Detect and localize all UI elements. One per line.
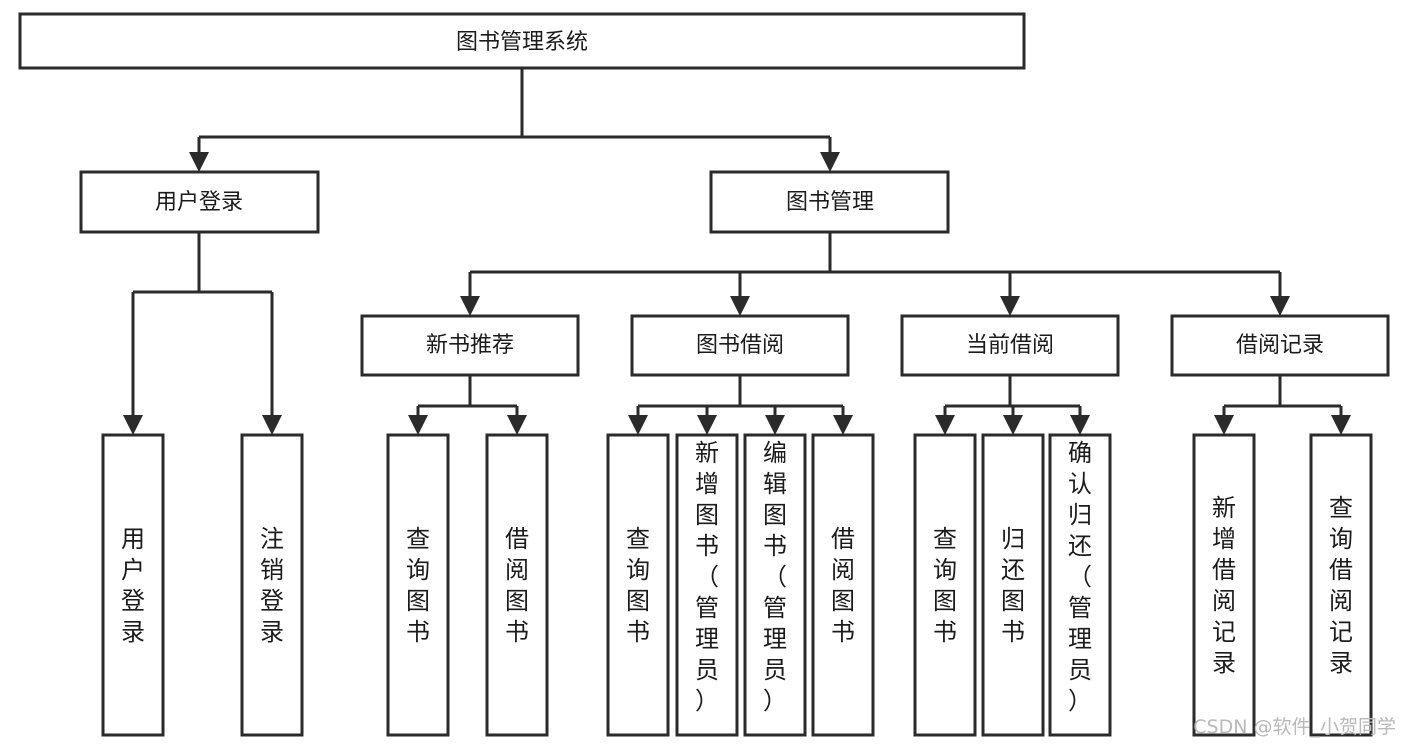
arrow-head-leaf-query-book-2 bbox=[628, 415, 648, 435]
node-new-book-recommend[interactable]: 新书推荐 bbox=[360, 314, 580, 377]
node-leaf-query-book-1-label: 查询图书 bbox=[406, 525, 430, 646]
node-current-borrow[interactable]: 当前借阅 bbox=[900, 314, 1120, 377]
arrow-head-leaf-query-record bbox=[1331, 415, 1351, 435]
arrow-head-current-borrow bbox=[1000, 296, 1020, 316]
node-leaf-edit-book[interactable]: 编辑图书（管理员） bbox=[743, 433, 807, 737]
connector-layer bbox=[123, 68, 1351, 435]
node-user-login-box[interactable] bbox=[79, 170, 320, 234]
node-leaf-borrow-book-1-label: 借阅图书 bbox=[505, 525, 529, 646]
node-leaf-confirm-return-box[interactable] bbox=[1048, 433, 1112, 737]
node-book-borrow[interactable]: 图书借阅 bbox=[630, 314, 850, 377]
node-leaf-user-login-box[interactable] bbox=[101, 433, 165, 737]
node-leaf-user-login[interactable]: 用户登录 bbox=[101, 433, 165, 737]
node-book-borrow-box[interactable] bbox=[630, 314, 850, 377]
arrow-head-leaf-edit-book bbox=[765, 415, 785, 435]
node-user-login[interactable]: 用户登录 bbox=[79, 170, 320, 234]
node-root-box[interactable] bbox=[18, 12, 1026, 70]
node-leaf-logout-box[interactable] bbox=[240, 433, 304, 737]
node-leaf-return-book-box[interactable] bbox=[981, 433, 1045, 737]
arrow-head-leaf-return-book bbox=[1003, 415, 1023, 435]
arrow-head-leaf-borrow-book-2 bbox=[833, 415, 853, 435]
node-leaf-query-book-2-label: 查询图书 bbox=[626, 525, 650, 646]
node-leaf-return-book-label: 归还图书 bbox=[1001, 525, 1025, 646]
node-leaf-add-book[interactable]: 新增图书（管理员） bbox=[675, 433, 739, 737]
node-leaf-query-book-3-label: 查询图书 bbox=[933, 525, 957, 646]
node-leaf-edit-book-label: 编辑图书（管理员） bbox=[763, 439, 787, 715]
csdn-watermark: CSDN @软件_小贺同学 bbox=[1193, 716, 1396, 738]
arrow-head-leaf-add-book bbox=[697, 415, 717, 435]
node-book-management[interactable]: 图书管理 bbox=[709, 170, 950, 234]
node-borrow-record-box[interactable] bbox=[1170, 314, 1390, 377]
node-leaf-query-book-3[interactable]: 查询图书 bbox=[913, 433, 977, 737]
node-leaf-borrow-book-1[interactable]: 借阅图书 bbox=[485, 433, 549, 737]
node-leaf-query-book-2-box[interactable] bbox=[606, 433, 670, 737]
arrow-head-leaf-borrow-book-1 bbox=[507, 415, 527, 435]
node-leaf-edit-book-box[interactable] bbox=[743, 433, 807, 737]
node-leaf-query-record[interactable]: 查询借阅记录 bbox=[1309, 433, 1373, 737]
node-user-login-label: 用户登录 bbox=[155, 190, 243, 215]
arrow-head-leaf-logout bbox=[262, 415, 282, 435]
node-leaf-return-book[interactable]: 归还图书 bbox=[981, 433, 1045, 737]
node-book-management-label: 图书管理 bbox=[786, 190, 874, 215]
node-leaf-confirm-return-label: 确认归还（管理员） bbox=[1068, 439, 1092, 715]
leaf-node-layer: 用户登录 注销登录 查询图书 借阅图书 查询图书 新增图书（管理员） bbox=[101, 433, 1373, 737]
node-root-label: 图书管理系统 bbox=[456, 30, 588, 55]
node-new-book-recommend-box[interactable] bbox=[360, 314, 580, 377]
node-leaf-query-book-1-box[interactable] bbox=[386, 433, 450, 737]
node-leaf-query-book-1[interactable]: 查询图书 bbox=[386, 433, 450, 737]
node-leaf-borrow-book-1-box[interactable] bbox=[485, 433, 549, 737]
arrow-head-new-book-recommend bbox=[460, 296, 480, 316]
arrow-head-user-login bbox=[189, 152, 209, 172]
node-book-borrow-label: 图书借阅 bbox=[696, 333, 784, 358]
node-current-borrow-label: 当前借阅 bbox=[966, 333, 1054, 358]
node-leaf-logout[interactable]: 注销登录 bbox=[240, 433, 304, 737]
arrow-head-leaf-add-record bbox=[1214, 415, 1234, 435]
node-leaf-query-record-label: 查询借阅记录 bbox=[1329, 494, 1353, 677]
node-leaf-add-book-label: 新增图书（管理员） bbox=[695, 439, 719, 715]
node-new-book-recommend-label: 新书推荐 bbox=[426, 333, 514, 358]
node-leaf-query-record-box[interactable] bbox=[1309, 433, 1373, 737]
node-leaf-query-book-3-box[interactable] bbox=[913, 433, 977, 737]
arrow-head-leaf-user-login bbox=[123, 415, 143, 435]
arrow-head-leaf-query-book-3 bbox=[935, 415, 955, 435]
arrow-head-book-borrow bbox=[730, 296, 750, 316]
node-leaf-logout-label: 注销登录 bbox=[260, 525, 284, 646]
node-leaf-borrow-book-2-box[interactable] bbox=[811, 433, 875, 737]
node-borrow-record[interactable]: 借阅记录 bbox=[1170, 314, 1390, 377]
node-book-management-box[interactable] bbox=[709, 170, 950, 234]
arrow-head-book-management bbox=[820, 152, 840, 172]
node-leaf-borrow-book-2[interactable]: 借阅图书 bbox=[811, 433, 875, 737]
node-leaf-user-login-label: 用户登录 bbox=[121, 525, 145, 646]
node-leaf-add-record-label: 新增借阅记录 bbox=[1212, 494, 1236, 677]
node-leaf-borrow-book-2-label: 借阅图书 bbox=[831, 525, 855, 646]
node-leaf-query-book-2[interactable]: 查询图书 bbox=[606, 433, 670, 737]
node-leaf-confirm-return[interactable]: 确认归还（管理员） bbox=[1048, 433, 1112, 737]
node-root[interactable]: 图书管理系统 bbox=[18, 12, 1026, 70]
node-leaf-add-record[interactable]: 新增借阅记录 bbox=[1192, 433, 1256, 737]
node-current-borrow-box[interactable] bbox=[900, 314, 1120, 377]
arrow-head-borrow-record bbox=[1270, 296, 1290, 316]
arrow-head-leaf-confirm-return bbox=[1070, 415, 1090, 435]
node-borrow-record-label: 借阅记录 bbox=[1236, 333, 1324, 358]
node-leaf-add-book-box[interactable] bbox=[675, 433, 739, 737]
arrow-head-leaf-query-book-1 bbox=[408, 415, 428, 435]
node-leaf-add-record-box[interactable] bbox=[1192, 433, 1256, 737]
